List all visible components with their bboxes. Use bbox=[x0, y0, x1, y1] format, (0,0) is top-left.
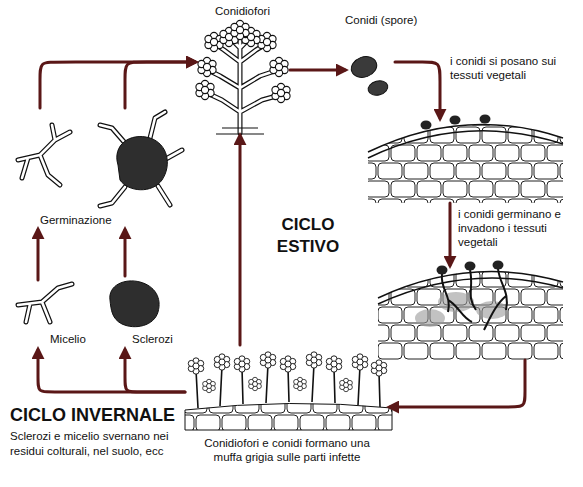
sclerotium-drawing bbox=[110, 281, 159, 327]
stage-caption: Conidiofori e conidi formano una muffa g… bbox=[202, 436, 372, 464]
stage-caption: Sclerozi bbox=[132, 332, 173, 346]
stage-caption: Germinazione bbox=[40, 213, 112, 227]
hypha-outline bbox=[18, 125, 70, 185]
cycle-arrow bbox=[390, 360, 525, 407]
spore-cluster bbox=[188, 358, 203, 374]
stage-caption: Conidiofori bbox=[185, 4, 300, 18]
spore-cluster bbox=[371, 360, 386, 376]
germination-drawing bbox=[18, 112, 182, 206]
spore-cluster bbox=[294, 377, 307, 390]
substrate-line bbox=[216, 128, 264, 134]
conidium bbox=[480, 115, 491, 124]
spore-cluster bbox=[249, 377, 262, 390]
spore-cluster bbox=[234, 356, 249, 372]
stage-caption: i conidi germinano e invadono i tessuti … bbox=[458, 207, 568, 249]
stage-caption: i conidi si posano sui tessuti vegetali bbox=[450, 54, 558, 82]
conidium bbox=[348, 53, 379, 81]
infected-cell bbox=[438, 292, 474, 312]
stage-caption: Conidi (spore) bbox=[345, 13, 417, 27]
cycle-arrow bbox=[125, 350, 185, 392]
hypha-fill bbox=[18, 125, 70, 185]
sclerotium bbox=[117, 137, 168, 190]
plant-cells bbox=[368, 124, 563, 203]
spore-cluster bbox=[352, 354, 367, 370]
cycle-title: CICLO ESTIVO bbox=[268, 214, 348, 258]
grey-mould-drawing bbox=[185, 352, 392, 430]
stage-illustration: Germinazione bbox=[12, 108, 187, 230]
spore-cluster bbox=[196, 80, 214, 99]
spore-cluster bbox=[306, 352, 321, 368]
spore-cluster bbox=[280, 356, 295, 372]
conidium bbox=[493, 261, 504, 270]
spore-cluster bbox=[258, 32, 276, 51]
hypha-outline bbox=[18, 284, 72, 322]
conidia-drawing bbox=[348, 53, 389, 97]
stage-illustration: Conidiofori bbox=[195, 28, 290, 136]
hypha-fill bbox=[100, 112, 182, 206]
conidiophore-drawing bbox=[196, 20, 290, 134]
conidium bbox=[421, 121, 432, 130]
tissue-invaded-drawing bbox=[378, 261, 563, 361]
note-text: Sclerozi e micelio svernano nei residui … bbox=[10, 429, 170, 459]
cycle-arrow bbox=[124, 230, 127, 276]
stage-illustration: Conidiofori e conidi formano una muffa g… bbox=[185, 345, 390, 430]
stage-illustration: Micelio bbox=[15, 280, 100, 350]
tissue-landing-drawing bbox=[368, 115, 563, 204]
conidium bbox=[367, 79, 390, 98]
hypha-outline bbox=[100, 112, 182, 206]
infected-tissue bbox=[185, 403, 392, 430]
sclerotium bbox=[110, 281, 159, 327]
cycle-arrow bbox=[395, 62, 440, 118]
conidium bbox=[437, 266, 448, 275]
cycle-arrow bbox=[125, 62, 195, 108]
spore-cluster bbox=[340, 378, 353, 391]
stage-illustration: i conidi germinano e invadono i tessuti … bbox=[378, 265, 563, 360]
spore-cluster bbox=[203, 379, 216, 392]
spore-cluster bbox=[231, 20, 249, 39]
cycle-arrow bbox=[290, 69, 345, 72]
stage-illustration: Sclerozi bbox=[105, 276, 183, 350]
stage-illustration: Conidi (spore) bbox=[345, 50, 395, 98]
spore-cluster bbox=[270, 57, 288, 76]
infected-cell bbox=[415, 309, 445, 327]
cycle-arrow bbox=[38, 350, 185, 392]
cycle-arrow bbox=[449, 203, 452, 265]
epidermis bbox=[368, 124, 563, 158]
hypha-fill bbox=[18, 284, 72, 322]
cycle-arrow bbox=[37, 230, 40, 280]
cycle-arrow bbox=[40, 62, 195, 108]
germ-tube bbox=[442, 269, 507, 330]
cycle-title: CICLO INVERNALE bbox=[10, 404, 175, 426]
spore-cluster bbox=[198, 57, 216, 76]
cycle-arrow bbox=[239, 136, 242, 345]
conidium bbox=[465, 262, 476, 271]
spore-cluster bbox=[214, 354, 229, 370]
conidium bbox=[450, 116, 461, 125]
stage-caption: Micelio bbox=[50, 332, 86, 346]
mycelium-drawing bbox=[18, 284, 72, 322]
spore-cluster bbox=[272, 83, 290, 102]
stage-illustration: i conidi si posano sui tessuti vegetali bbox=[368, 118, 563, 203]
spore-cluster bbox=[260, 352, 275, 368]
spore-cluster bbox=[326, 356, 341, 372]
